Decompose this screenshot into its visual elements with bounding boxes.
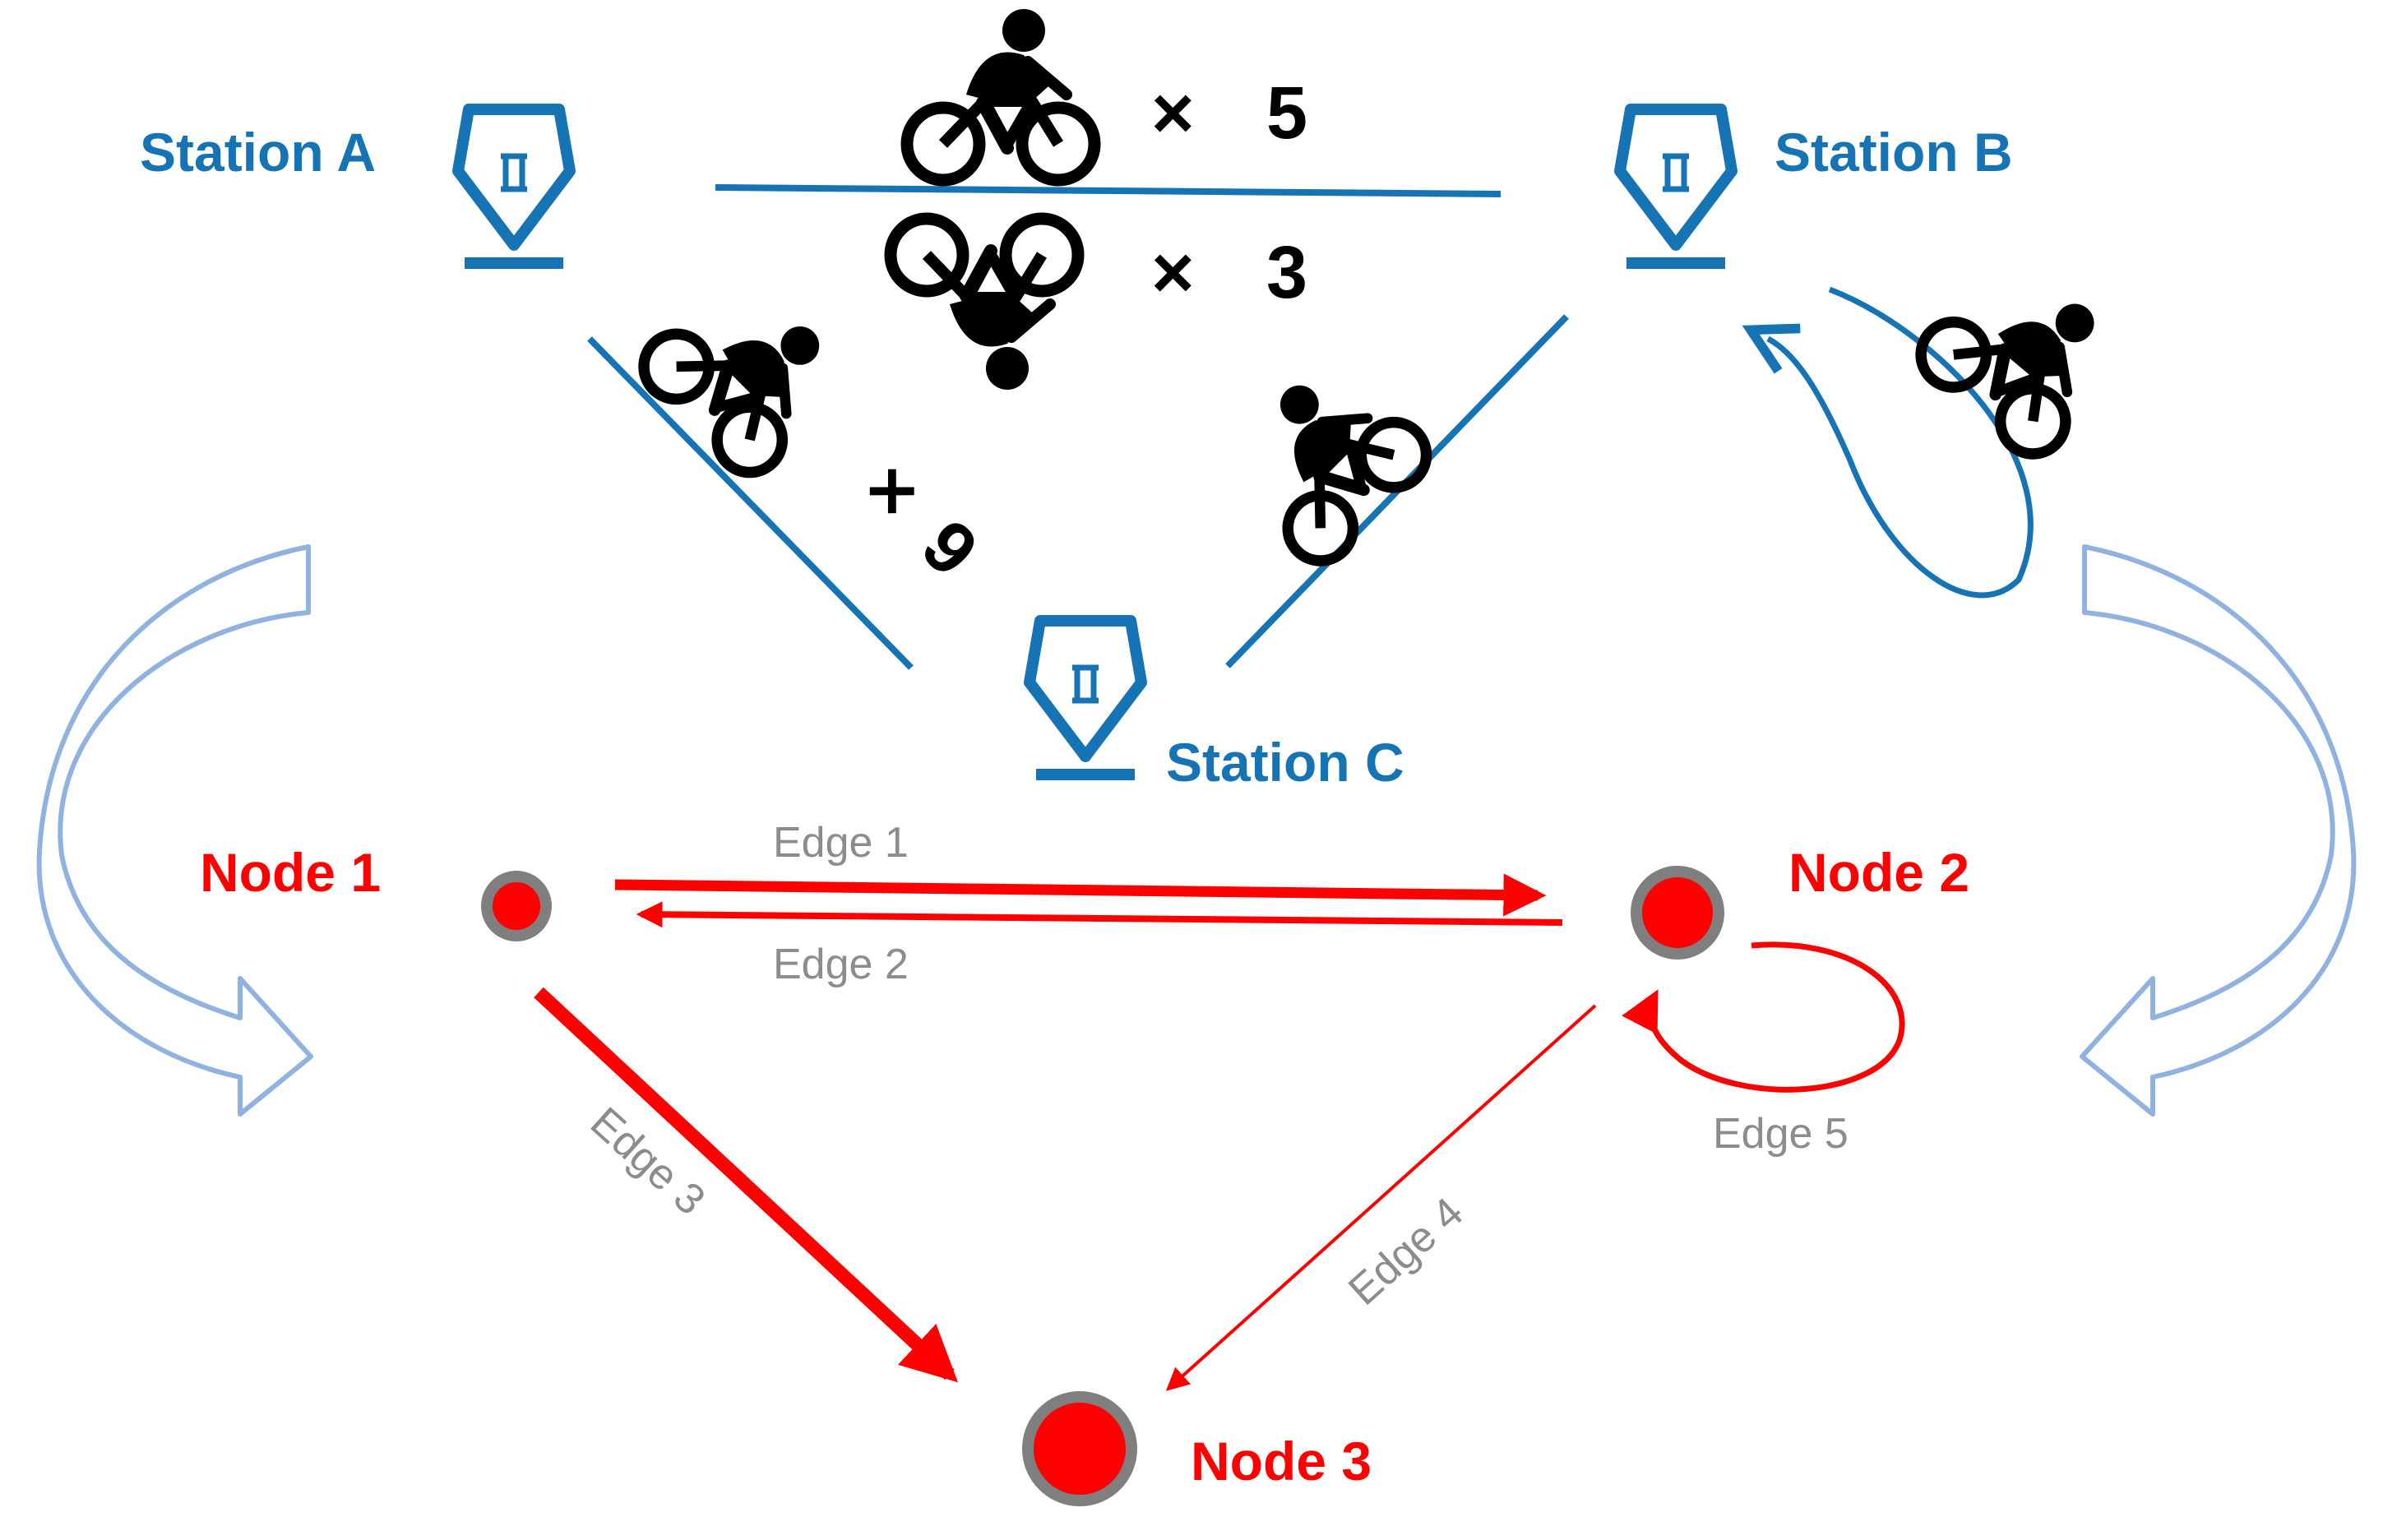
loop-route bbox=[1768, 286, 2034, 599]
station-b-label: Station B bbox=[1775, 122, 2013, 183]
trip-a-to-c-count: 9 bbox=[906, 505, 993, 592]
edge-1: Edge 1 bbox=[614, 819, 1547, 917]
trip-a-to-b-symbol: × bbox=[1151, 72, 1195, 155]
node-1-label: Node 1 bbox=[200, 842, 381, 903]
station-c-icon bbox=[1030, 621, 1141, 775]
curved-arrow-icon bbox=[2080, 544, 2357, 1117]
trip-a-to-b: × 5 bbox=[907, 9, 1307, 180]
edge-3-label: Edge 3 bbox=[581, 1098, 714, 1224]
node-2-label: Node 2 bbox=[1788, 842, 1969, 903]
curved-arrow-icon bbox=[36, 544, 313, 1117]
node-2: Node 2 bbox=[1631, 842, 1969, 960]
edge-5-label: Edge 5 bbox=[1713, 1110, 1849, 1158]
node-1: Node 1 bbox=[200, 842, 552, 941]
route-a-c bbox=[587, 336, 914, 670]
edge-3: Edge 3 bbox=[534, 987, 958, 1383]
edge-1-label: Edge 1 bbox=[773, 819, 909, 867]
trip-b-loop bbox=[1768, 241, 2136, 599]
station-c: Station C bbox=[1030, 621, 1404, 793]
trip-a-to-b-count: 5 bbox=[1266, 72, 1307, 155]
trip-b-to-c-bike-icon bbox=[1211, 346, 1439, 574]
route-a-b bbox=[715, 184, 1502, 197]
edge-4-label: Edge 4 bbox=[1340, 1189, 1472, 1315]
bicycle-rider-icon bbox=[907, 9, 1094, 180]
trip-b-to-a: × 3 bbox=[891, 219, 1307, 390]
edge-4: Edge 4 bbox=[1165, 1004, 1597, 1391]
station-b-icon bbox=[1620, 109, 1732, 263]
bicycle-rider-icon bbox=[1908, 241, 2136, 467]
node-3-label: Node 3 bbox=[1191, 1431, 1372, 1491]
bicycle-rider-icon bbox=[631, 257, 858, 485]
station-a: Station A bbox=[140, 109, 570, 263]
station-b: Station B bbox=[1620, 109, 2013, 263]
station-a-icon bbox=[458, 109, 570, 263]
node-3: Node 3 bbox=[1022, 1391, 1372, 1506]
edge-2: Edge 2 bbox=[636, 901, 1563, 988]
edge-5: Edge 5 bbox=[1622, 941, 1905, 1158]
trip-b-to-a-count: 3 bbox=[1266, 232, 1307, 314]
edge-2-label: Edge 2 bbox=[773, 941, 909, 988]
trip-b-to-a-symbol: × bbox=[1151, 232, 1195, 314]
station-c-label: Station C bbox=[1166, 732, 1404, 793]
trip-a-to-c: × 9 bbox=[631, 257, 993, 592]
trip-a-to-c-symbol: × bbox=[848, 446, 937, 535]
station-a-label: Station A bbox=[140, 122, 376, 183]
transform-arrow-right bbox=[2080, 544, 2357, 1117]
transform-arrow-left bbox=[36, 544, 313, 1117]
bicycle-rider-icon bbox=[891, 219, 1078, 390]
